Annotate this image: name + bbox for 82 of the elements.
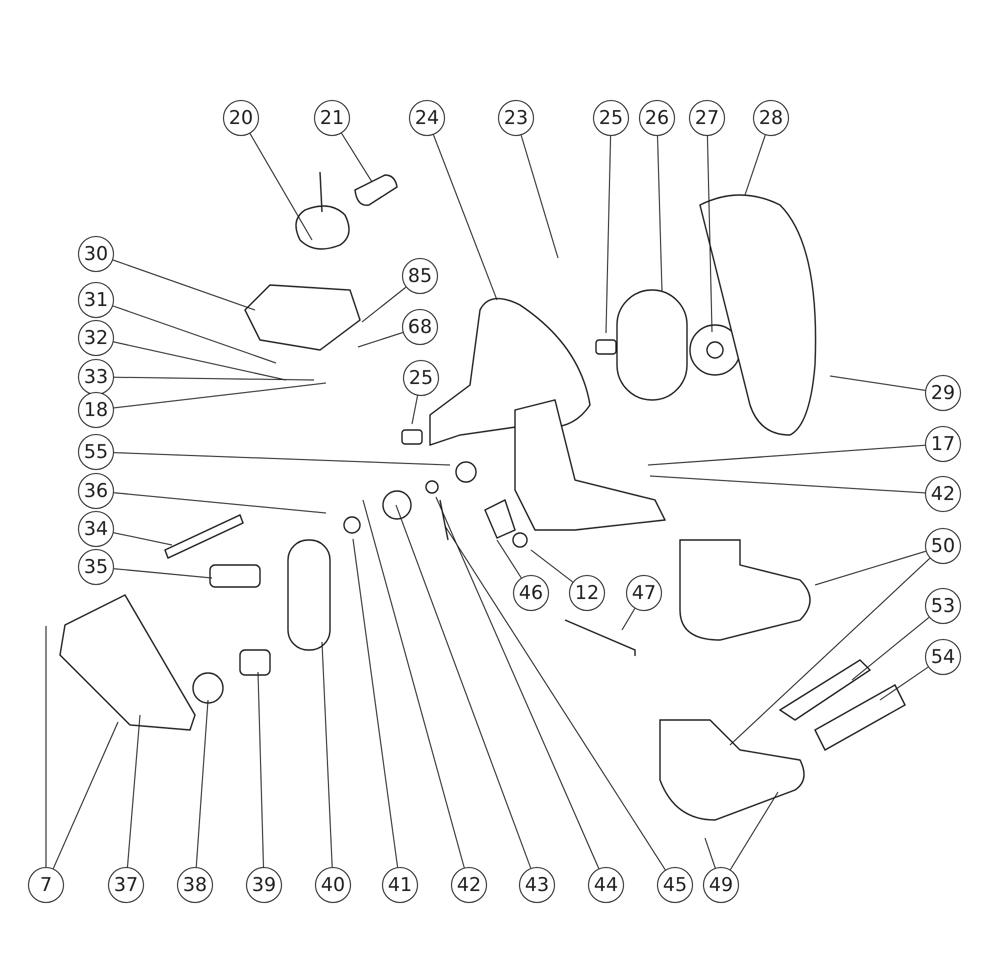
leader-line <box>648 444 926 466</box>
callout-number: 85 <box>402 258 438 294</box>
leader-line <box>622 608 636 630</box>
callout-number: 21 <box>314 100 350 136</box>
leader-line <box>114 452 450 466</box>
leader-line <box>412 395 418 424</box>
leader-line <box>814 550 926 586</box>
leader-line <box>496 540 522 578</box>
callout-number: 12 <box>569 575 605 611</box>
leader-line <box>112 259 256 310</box>
leader-line <box>196 700 208 868</box>
callout-number: 40 <box>315 867 351 903</box>
callout-number: 35 <box>78 549 114 585</box>
callout-number: 55 <box>78 434 114 470</box>
leader-line <box>704 838 716 868</box>
leader-line <box>650 476 926 494</box>
callout-number: 29 <box>925 375 961 411</box>
callout-number: 28 <box>753 100 789 136</box>
leader-line <box>126 714 140 868</box>
callout-number: 18 <box>78 392 114 428</box>
callout-number: 7 <box>28 867 64 903</box>
leader-line <box>520 134 558 258</box>
leader-line <box>352 538 398 868</box>
leader-line <box>606 136 612 334</box>
callout-number: 46 <box>513 575 549 611</box>
callout-number: 41 <box>382 867 418 903</box>
leader-line <box>112 305 276 364</box>
leader-line <box>362 286 406 322</box>
leader-line <box>52 722 118 870</box>
leader-line <box>880 666 929 700</box>
leader-line <box>341 132 372 182</box>
leader-line <box>657 136 662 292</box>
callout-number: 23 <box>498 100 534 136</box>
leader-line <box>362 500 465 868</box>
callout-number: 38 <box>177 867 213 903</box>
leader-line <box>113 568 212 578</box>
leader-line <box>396 504 532 869</box>
leader-line <box>852 616 930 680</box>
callout-number: 37 <box>108 867 144 903</box>
leader-line <box>432 134 498 300</box>
callout-number: 47 <box>626 575 662 611</box>
leader-line <box>113 532 172 546</box>
callout-number: 20 <box>223 100 259 136</box>
leader-line <box>250 133 312 240</box>
leader-line <box>830 376 926 391</box>
leader-line <box>358 332 404 348</box>
leader-line <box>113 382 326 408</box>
leader-line <box>322 642 333 868</box>
callout-number: 17 <box>925 426 961 462</box>
callout-number: 25 <box>593 100 629 136</box>
leader-line <box>706 136 712 332</box>
callout-number: 25 <box>403 360 439 396</box>
leader-line <box>730 792 778 870</box>
callout-number: 54 <box>925 639 961 675</box>
leader-line <box>114 376 314 380</box>
callout-number: 27 <box>689 100 725 136</box>
callout-number: 36 <box>78 473 114 509</box>
leader-line <box>730 558 930 746</box>
leader-line <box>530 550 574 583</box>
leader-line <box>113 341 286 380</box>
leader-line <box>436 496 600 870</box>
leader-line <box>113 492 326 514</box>
callout-number: 44 <box>588 867 624 903</box>
callout-number: 45 <box>657 867 693 903</box>
callout-number: 68 <box>402 309 438 345</box>
callout-number: 39 <box>246 867 282 903</box>
callout-number: 26 <box>639 100 675 136</box>
callout-number: 34 <box>78 511 114 547</box>
callout-number: 42 <box>925 476 961 512</box>
callout-number: 32 <box>78 320 114 356</box>
callout-number: 31 <box>78 282 114 318</box>
callout-number: 53 <box>925 588 961 624</box>
callout-number: 30 <box>78 236 114 272</box>
leader-line <box>744 134 766 196</box>
callout-number: 43 <box>519 867 555 903</box>
leader-line <box>444 526 666 870</box>
callout-number: 42 <box>451 867 487 903</box>
leader-line <box>258 672 264 868</box>
callout-number: 50 <box>925 528 961 564</box>
callout-number: 24 <box>409 100 445 136</box>
callout-number: 33 <box>78 359 114 395</box>
callout-number: 49 <box>703 867 739 903</box>
